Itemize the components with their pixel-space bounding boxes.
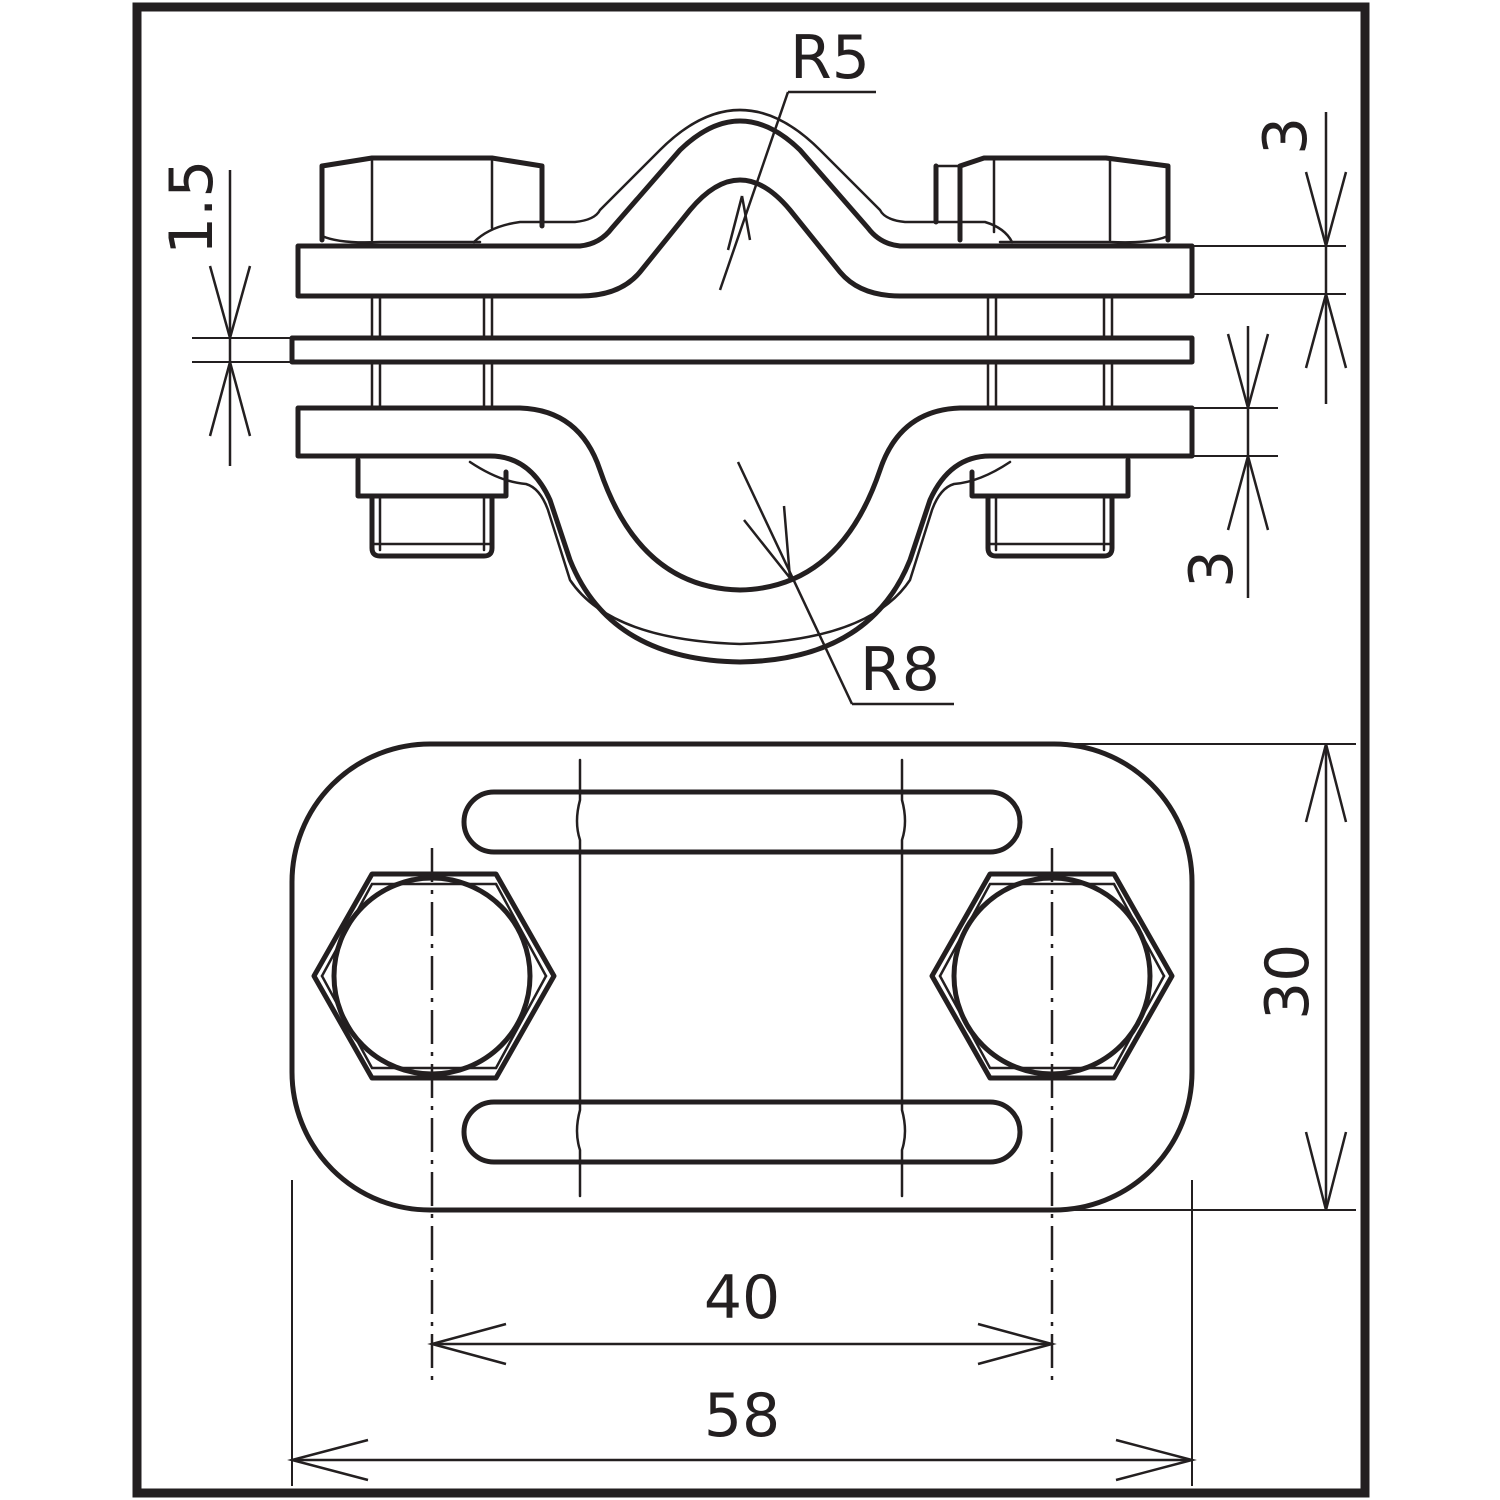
bolt-right bbox=[933, 155, 1171, 559]
drawing-frame bbox=[132, 2, 1370, 1498]
svg-text:1.5: 1.5 bbox=[157, 160, 227, 255]
slot-bottom bbox=[461, 1099, 1023, 1165]
dim-height: 30 bbox=[1060, 743, 1356, 1211]
svg-text:3: 3 bbox=[1177, 550, 1247, 588]
middle-plate bbox=[289, 335, 1195, 365]
top-clamp-plate bbox=[295, 118, 1195, 299]
svg-text:3: 3 bbox=[1251, 117, 1321, 155]
dim-thickness-plate: 1.5 bbox=[157, 160, 292, 466]
hex-nut-left bbox=[311, 848, 557, 1384]
dim-thickness-bottom: 3 bbox=[1177, 326, 1278, 598]
svg-text:58: 58 bbox=[704, 1381, 780, 1451]
hex-nut-right bbox=[929, 848, 1175, 1384]
side-view: R5 R8 1.5 3 bbox=[157, 23, 1348, 706]
radius-bottom-label: R8 bbox=[860, 635, 940, 705]
svg-text:40: 40 bbox=[704, 1263, 780, 1333]
dim-thickness-top: 3 bbox=[1192, 112, 1348, 404]
slot-top bbox=[461, 789, 1023, 855]
dim-hole-spacing: 40 bbox=[427, 1263, 1057, 1366]
top-view: 30 40 58 bbox=[287, 741, 1356, 1486]
dim-overall-length: 58 bbox=[287, 1180, 1197, 1486]
bolt-left bbox=[319, 155, 545, 559]
svg-text:30: 30 bbox=[1253, 944, 1323, 1020]
base-plate-outline bbox=[289, 741, 1195, 1213]
radius-top-label: R5 bbox=[790, 23, 870, 93]
